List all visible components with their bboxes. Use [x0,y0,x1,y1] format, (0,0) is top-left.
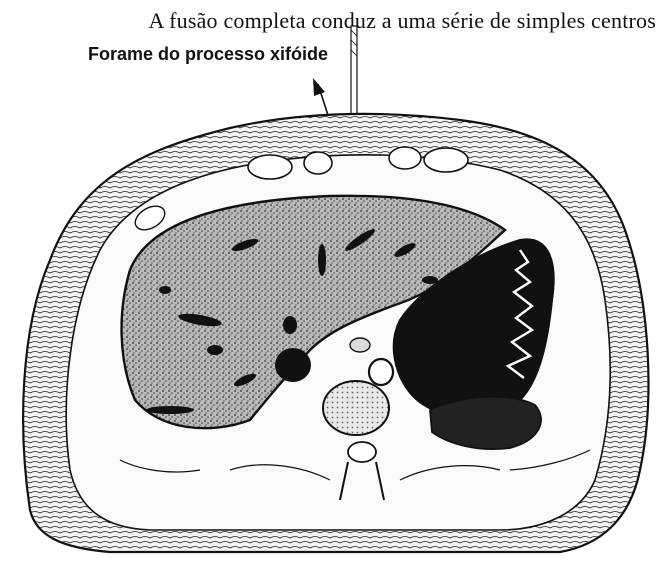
esophagus [350,338,370,352]
aorta [369,359,393,385]
